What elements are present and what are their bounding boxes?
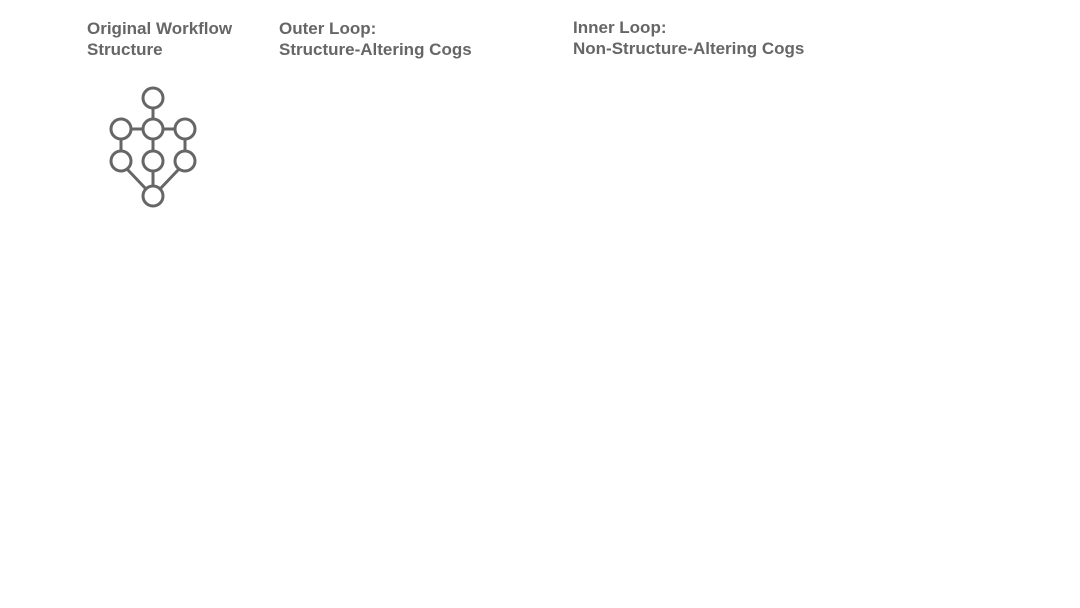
inner-loop-heading-line2: Non-Structure-Altering Cogs [573, 39, 805, 58]
original-workflow-heading: Original Workflow Structure [87, 18, 232, 60]
outer-loop-heading-line2: Structure-Altering Cogs [279, 40, 472, 59]
node-top [141, 86, 165, 110]
node-low-center [141, 149, 165, 173]
edge-low-left-bottom [125, 167, 148, 191]
outer-loop-heading: Outer Loop: Structure-Altering Cogs [279, 18, 472, 60]
node-mid-center [141, 117, 165, 141]
node-bottom [141, 184, 165, 208]
outer-loop-heading-line1: Outer Loop: [279, 19, 377, 38]
edge-low-right-bottom [158, 167, 181, 191]
node-mid-left [109, 117, 133, 141]
original-workflow-heading-line1: Original Workflow [87, 19, 233, 38]
node-mid-right [173, 117, 197, 141]
original-workflow-heading-line2: Structure [87, 40, 163, 59]
inner-loop-heading: Inner Loop: Non-Structure-Altering Cogs [573, 17, 804, 59]
node-low-right [173, 149, 197, 173]
node-low-left [109, 149, 133, 173]
workflow-graph-diagram [109, 86, 197, 208]
inner-loop-heading-line1: Inner Loop: [573, 18, 667, 37]
